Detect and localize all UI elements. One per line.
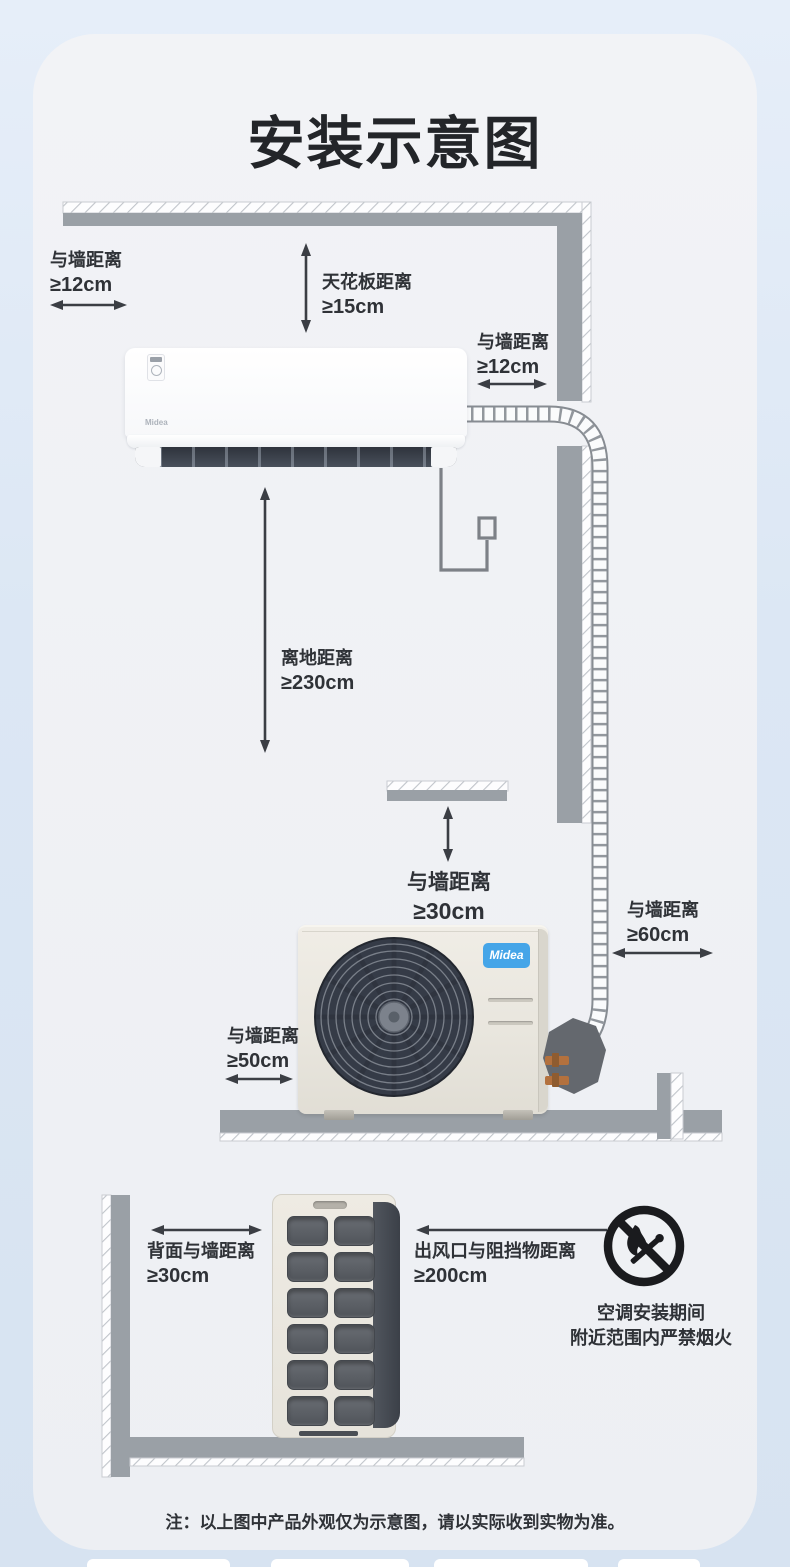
- vent-end-cap-right: [431, 447, 457, 467]
- outdoor-foot: [503, 1110, 533, 1120]
- arrow-floor-distance: [260, 487, 270, 753]
- warning-line-1: 空调安装期间: [597, 1303, 705, 1323]
- energy-label-badge: [147, 354, 165, 381]
- right-wall: [557, 201, 592, 824]
- rear-foot: [299, 1431, 358, 1436]
- label-outdoor-top-wall: 与墙距离 ≥30cm: [374, 869, 524, 925]
- label-text: 背面与墙距离: [147, 1241, 255, 1261]
- rear-handle: [313, 1201, 347, 1209]
- arrow-ceiling-distance: [301, 243, 311, 333]
- outdoor-side-vent: [488, 1021, 533, 1025]
- label-indoor-right-wall: 与墙距离 ≥12cm: [477, 330, 549, 380]
- footer-note: 注：以上图中产品外观仅为示意图，请以实际收到实物为准。: [165, 1513, 625, 1532]
- bottom-card-block: [87, 1559, 230, 1567]
- grille-cell: [334, 1216, 375, 1246]
- outdoor-unit: Midea: [298, 925, 548, 1120]
- indoor-air-outlet: [135, 447, 457, 467]
- power-plug: [477, 516, 497, 540]
- grille-cell: [287, 1324, 328, 1354]
- label-no-fire-warning: 空调安装期间 附近范围内严禁烟火: [541, 1301, 761, 1351]
- arrow-indoor-right-wall: [477, 379, 547, 389]
- rear-fan-shroud-edge: [373, 1202, 400, 1428]
- label-outdoor-right-wall: 与墙距离 ≥60cm: [627, 898, 699, 948]
- grille-cell: [334, 1360, 375, 1390]
- grille-cell: [334, 1396, 375, 1426]
- outdoor-right-panel: [538, 929, 548, 1112]
- arrow-indoor-left-wall: [50, 300, 127, 310]
- grille-cell: [287, 1216, 328, 1246]
- indoor-unit: Midea: [125, 348, 467, 468]
- rear-platform: [129, 1437, 525, 1467]
- label-value: ≥60cm: [627, 924, 690, 946]
- fan-grille-rings: [320, 943, 468, 1091]
- bottom-card-block: [434, 1559, 588, 1567]
- grille-cell: [287, 1252, 328, 1282]
- label-value: ≥15cm: [322, 296, 385, 318]
- rear-left-wall: [101, 1194, 130, 1478]
- grille-cell: [334, 1252, 375, 1282]
- fan-blades-pattern: [135, 447, 457, 467]
- arrow-outlet-obstacle: [416, 1225, 607, 1235]
- bottom-card-block: [618, 1559, 700, 1567]
- label-value: ≥12cm: [477, 356, 540, 378]
- label-value: ≥12cm: [50, 274, 113, 296]
- outdoor-brand-logo: Midea: [483, 943, 530, 968]
- label-floor-distance: 离地距离 ≥230cm: [281, 646, 354, 696]
- label-text: 离地距离: [281, 648, 353, 668]
- vent-end-cap-left: [135, 447, 161, 467]
- outdoor-unit-rear-view: [272, 1194, 400, 1438]
- platform-post: [657, 1072, 684, 1140]
- outdoor-top-seam: [302, 931, 544, 932]
- indoor-brand-logo: Midea: [145, 418, 168, 427]
- label-text: 出风口与阻挡物距离: [414, 1241, 576, 1261]
- page-title: 安装示意图: [247, 112, 543, 176]
- grille-cell: [287, 1360, 328, 1390]
- outdoor-platform: [219, 1110, 723, 1142]
- label-text: 与墙距离: [627, 900, 699, 920]
- grille-cell: [287, 1288, 328, 1318]
- grille-cell: [334, 1324, 375, 1354]
- label-value: ≥30cm: [147, 1265, 210, 1287]
- label-rear-back-wall: 背面与墙距离 ≥30cm: [147, 1239, 255, 1289]
- warning-line-2: 附近范围内严禁烟火: [570, 1328, 732, 1348]
- upper-ledge: [386, 780, 509, 801]
- outdoor-fan: [314, 937, 474, 1097]
- prohibition-slash: [615, 1217, 673, 1275]
- label-text: 与墙距离: [477, 332, 549, 352]
- outdoor-side-vent: [488, 998, 533, 1002]
- rear-grille: [287, 1216, 375, 1426]
- label-value: ≥200cm: [414, 1265, 488, 1287]
- ceiling-wall: [62, 201, 592, 226]
- label-text: 与墙距离: [50, 250, 122, 270]
- indoor-unit-lip: [127, 435, 465, 448]
- grille-cell: [334, 1288, 375, 1318]
- power-cable: [439, 468, 497, 572]
- arrow-rear-back-wall: [151, 1225, 262, 1235]
- label-value: ≥50cm: [227, 1050, 290, 1072]
- label-indoor-left-wall: 与墙距离 ≥12cm: [50, 248, 122, 298]
- no-open-flame-icon: [603, 1205, 685, 1287]
- outdoor-foot: [324, 1110, 354, 1120]
- label-value: ≥30cm: [413, 898, 485, 924]
- arrow-outdoor-top-wall: [443, 806, 453, 862]
- arrow-outdoor-right-wall: [612, 948, 713, 958]
- label-ceiling-distance: 天花板距离 ≥15cm: [322, 270, 412, 320]
- indoor-unit-body: [125, 348, 467, 437]
- label-text: 天花板距离: [322, 272, 412, 292]
- label-value: ≥230cm: [281, 672, 355, 694]
- label-outdoor-left-wall: 与墙距离 ≥50cm: [227, 1024, 299, 1074]
- arrow-outdoor-left-wall: [225, 1074, 293, 1084]
- label-outlet-obstacle: 出风口与阻挡物距离 ≥200cm: [414, 1239, 576, 1289]
- bottom-card-block: [271, 1559, 409, 1567]
- grille-cell: [287, 1396, 328, 1426]
- label-text: 与墙距离: [407, 871, 491, 894]
- label-text: 与墙距离: [227, 1026, 299, 1046]
- dimension-arrows: [50, 243, 713, 1235]
